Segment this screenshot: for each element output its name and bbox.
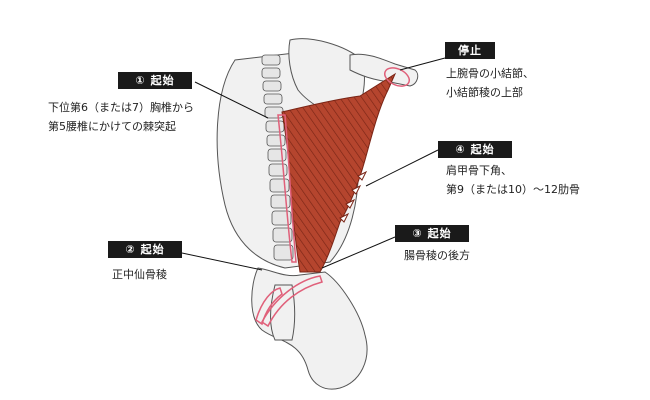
origin4-line-2: 第9（または10）～12肋骨 bbox=[446, 183, 580, 196]
sacral-crest-highlight bbox=[255, 287, 283, 326]
leader-insertion bbox=[399, 57, 446, 71]
origin3-tag: ③ 起始 bbox=[395, 225, 469, 242]
origin3-line-1: 腸骨稜の後方 bbox=[404, 249, 470, 262]
origin1-tag: ① 起始 bbox=[118, 72, 192, 89]
origin2-description: 正中仙骨稜 bbox=[112, 265, 167, 284]
spine bbox=[261, 54, 294, 261]
humerus bbox=[349, 53, 419, 87]
leader-origin1 bbox=[194, 81, 269, 119]
leader-origin3 bbox=[321, 236, 396, 269]
leader-origin2 bbox=[181, 252, 263, 271]
spinous-process-highlight bbox=[277, 114, 297, 263]
origin4-line-1: 肩甲骨下角、 bbox=[446, 164, 512, 177]
leader-lines bbox=[181, 57, 446, 271]
origin1-line-1: 下位第6（または7）胸椎から bbox=[48, 101, 194, 114]
highlights bbox=[255, 67, 411, 328]
origin4-description: 肩甲骨下角、 第9（または10）～12肋骨 bbox=[446, 161, 580, 199]
insertion-line-1: 上腕骨の小結節、 bbox=[446, 67, 534, 80]
insertion-description: 上腕骨の小結節、 小結節稜の上部 bbox=[446, 64, 534, 102]
origin1-description: 下位第6（または7）胸椎から 第5腰椎にかけての棘突起 bbox=[48, 98, 194, 136]
origin1-line-2: 第5腰椎にかけての棘突起 bbox=[48, 120, 176, 133]
insertion-tag: 停止 bbox=[445, 42, 495, 59]
sacrum bbox=[270, 284, 296, 341]
insertion-line-2: 小結節稜の上部 bbox=[446, 86, 523, 99]
origin2-tag: ② 起始 bbox=[108, 241, 182, 258]
origin3-description: 腸骨稜の後方 bbox=[404, 246, 470, 265]
rib-slips bbox=[339, 170, 368, 223]
origin2-line-1: 正中仙骨稜 bbox=[112, 268, 167, 281]
origin4-tag: ④ 起始 bbox=[438, 141, 512, 158]
iliac-crest-highlight bbox=[261, 275, 323, 328]
leader-origin4 bbox=[365, 149, 439, 187]
